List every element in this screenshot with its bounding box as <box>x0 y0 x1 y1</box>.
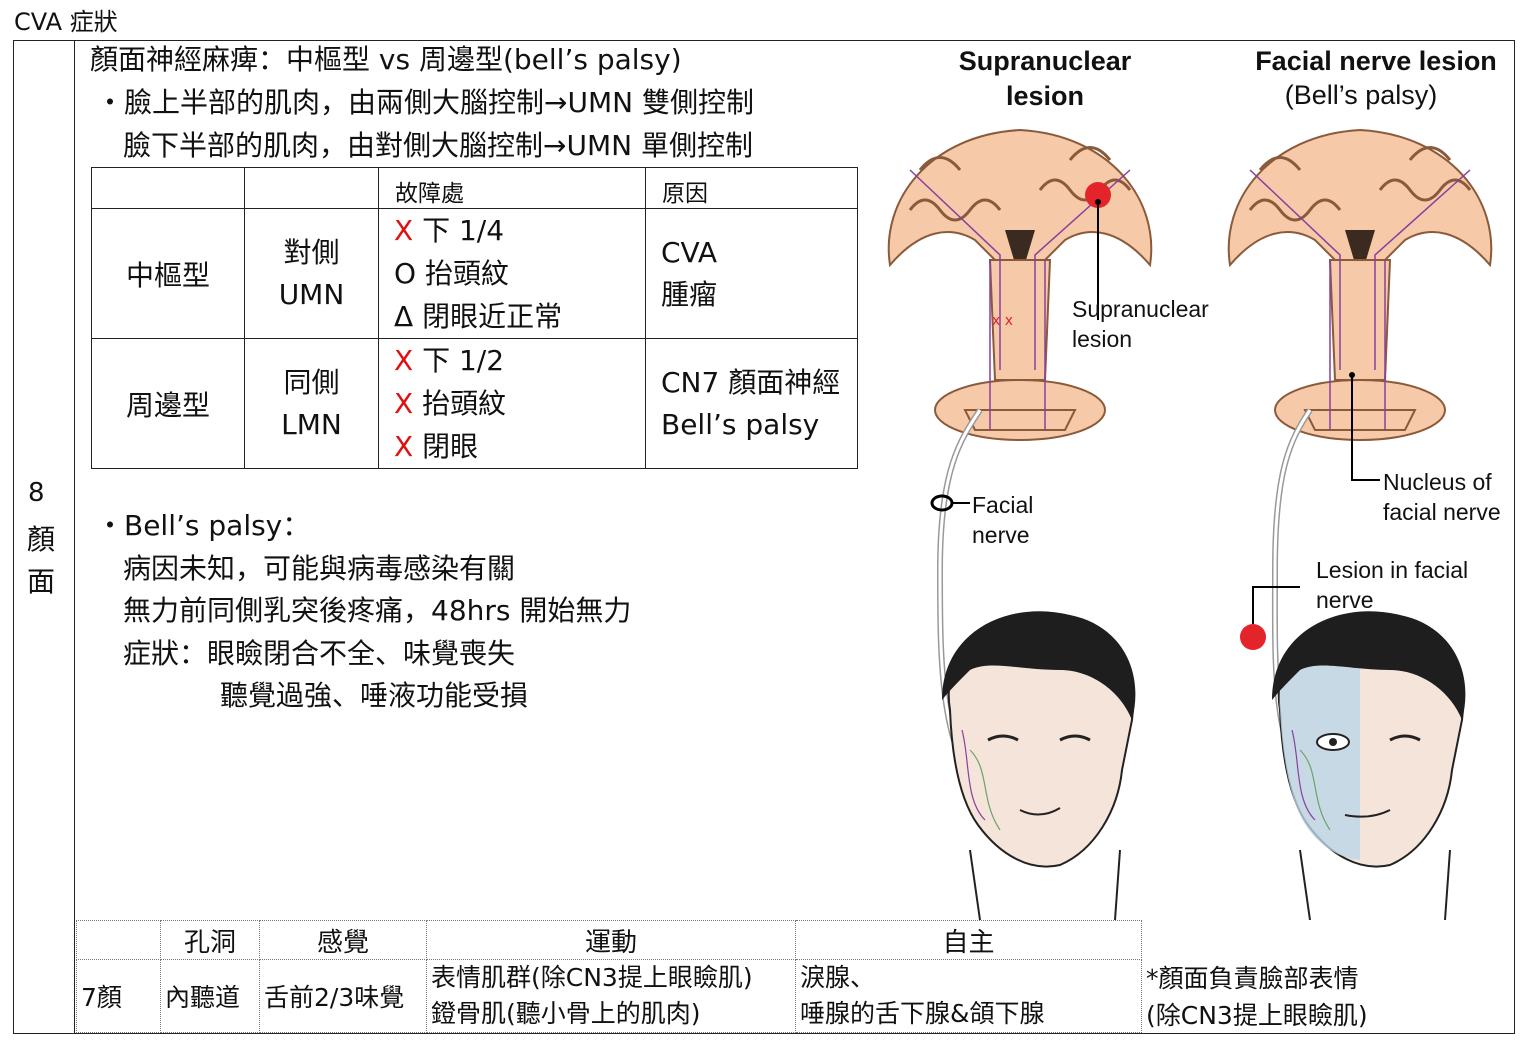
face-left <box>942 611 1136 920</box>
bells-line-2: 無力前同側乳突後疼痛，48hrs 開始無力 <box>123 594 632 627</box>
page-title: CVA 症狀 <box>14 8 118 36</box>
cn-foramen: 內聽道 <box>160 959 260 1033</box>
header-cell-cause: 原因 <box>645 167 858 209</box>
label-supranuclear-lesion: Supranuclear lesion <box>1072 296 1209 352</box>
type-peripheral: 周邊型 <box>91 338 245 469</box>
cn-header-cell <box>76 920 161 960</box>
face-right <box>1272 611 1466 920</box>
symptoms-cell: X 下 1/2 X 抬頭紋 X 閉眼 <box>378 338 646 469</box>
symptom-item: Δ 閉眼近正常 <box>394 300 563 333</box>
neuron-label: LMN <box>281 407 342 441</box>
cn-autonomic: 淚腺、 唾腺的舌下腺&頜下腺 <box>795 959 1142 1033</box>
side-char-2: 面 <box>27 565 56 598</box>
side-label: 同側 <box>283 365 340 399</box>
symptoms-cell: X 下 1/4 O 抬頭紋 Δ 閉眼近正常 <box>378 208 646 339</box>
header-cell <box>91 167 245 209</box>
header-cell <box>244 167 379 209</box>
causes-cell: CN7 顏面神經 Bell’s palsy <box>645 338 858 469</box>
content-frame <box>13 40 1515 1034</box>
symptom-item: X 下 1/2 <box>394 344 505 377</box>
section-heading: 顏面神經麻痺：中樞型 vs 周邊型(bell’s palsy) <box>90 43 682 76</box>
table-header-row: 故障處 原因 <box>91 167 858 209</box>
bells-line-3: 症狀：眼瞼閉合不全、味覺喪失 <box>123 637 516 670</box>
table-row: 中樞型 對側 UMN X 下 1/4 O 抬頭紋 Δ 閉眼近正常 CVA 腫瘤 <box>91 208 858 339</box>
header-cell-location: 故障處 <box>378 167 646 209</box>
label-lesion-facial-nerve: Lesion in facial nerve <box>1316 557 1469 613</box>
cn-header-motor: 運動 <box>426 920 796 960</box>
table-row: 周邊型 同側 LMN X 下 1/2 X 抬頭紋 X 閉眼 CN7 顏面神經 B… <box>91 338 858 469</box>
fig-subtitle-bells-palsy: (Bell’s palsy) <box>1284 80 1438 110</box>
cn-note: *顏面負責臉部表情 (除CN3提上眼瞼肌) <box>1146 964 1368 1030</box>
side-column <box>13 40 75 1034</box>
symptom-item: X 抬頭紋 <box>394 387 507 420</box>
control-line-1: ・臉上半部的肌肉，由兩側大腦控制→UMN 雙側控制 <box>96 86 754 119</box>
x-marks: x x <box>992 313 1013 329</box>
cause-item: 腫瘤 <box>661 277 718 311</box>
table-row: 7顏 內聽道 舌前2/3味覺 表情肌群(除CN3提上眼瞼肌) 鐙骨肌(聽小骨上的… <box>76 959 1142 1033</box>
cn-header-foramen: 孔洞 <box>160 920 260 960</box>
cause-item: CN7 顏面神經 <box>661 365 841 399</box>
control-line-2: 臉下半部的肌肉，由對側大腦控制→UMN 單側控制 <box>123 129 753 162</box>
label-nucleus-facial-nerve: Nucleus of facial nerve <box>1383 469 1501 525</box>
bells-title: ・Bell’s palsy： <box>96 509 311 542</box>
cn-name: 7顏 <box>76 959 161 1033</box>
facial-nerve-illustration: x x <box>887 128 1493 920</box>
brain-right <box>1227 128 1493 833</box>
side-number: 8 <box>28 478 45 508</box>
brain-left <box>887 128 1153 441</box>
symptom-item: X 閉眼 <box>394 430 479 463</box>
cn-motor: 表情肌群(除CN3提上眼瞼肌) 鐙骨肌(聽小骨上的肌肉) <box>426 959 796 1033</box>
cn-header-sensory: 感覺 <box>259 920 427 960</box>
lesion-marker-facial-nerve <box>1240 624 1266 650</box>
bells-line-4: 聽覺過強、唾液功能受損 <box>220 679 529 712</box>
lesion-marker-supranuclear <box>1085 182 1111 208</box>
side-char-1: 顏 <box>27 523 56 556</box>
cn-header-autonomic: 自主 <box>795 920 1142 960</box>
type-central: 中樞型 <box>91 208 245 339</box>
side-label: 對側 <box>283 235 340 269</box>
fig-title-facial-nerve-lesion: Facial nerve lesion <box>1255 46 1497 76</box>
comparison-table: 故障處 原因 中樞型 對側 UMN X 下 1/4 O 抬頭紋 Δ 閉眼近正常 … <box>91 167 858 469</box>
symptom-item: X 下 1/4 <box>394 214 505 247</box>
side-cell: 同側 LMN <box>244 338 379 469</box>
side-cell: 對側 UMN <box>244 208 379 339</box>
symptom-item: O 抬頭紋 <box>394 257 509 290</box>
fig-title-supranuclear: Supranuclear lesion <box>958 46 1132 111</box>
cn-header-row: 孔洞 感覺 運動 自主 <box>76 920 1142 960</box>
causes-cell: CVA 腫瘤 <box>645 208 858 339</box>
label-facial-nerve: Facial nerve <box>972 492 1034 548</box>
neuron-label: UMN <box>278 277 345 311</box>
bells-line-1: 病因未知，可能與病毒感染有關 <box>123 552 516 585</box>
cranial-nerve-table: 孔洞 感覺 運動 自主 7顏 內聽道 舌前2/3味覺 表情肌群(除CN3提上眼瞼… <box>76 920 1142 1033</box>
cause-item: CVA <box>661 235 718 269</box>
cn-sensory: 舌前2/3味覺 <box>259 959 427 1033</box>
cause-item: Bell’s palsy <box>661 407 820 441</box>
